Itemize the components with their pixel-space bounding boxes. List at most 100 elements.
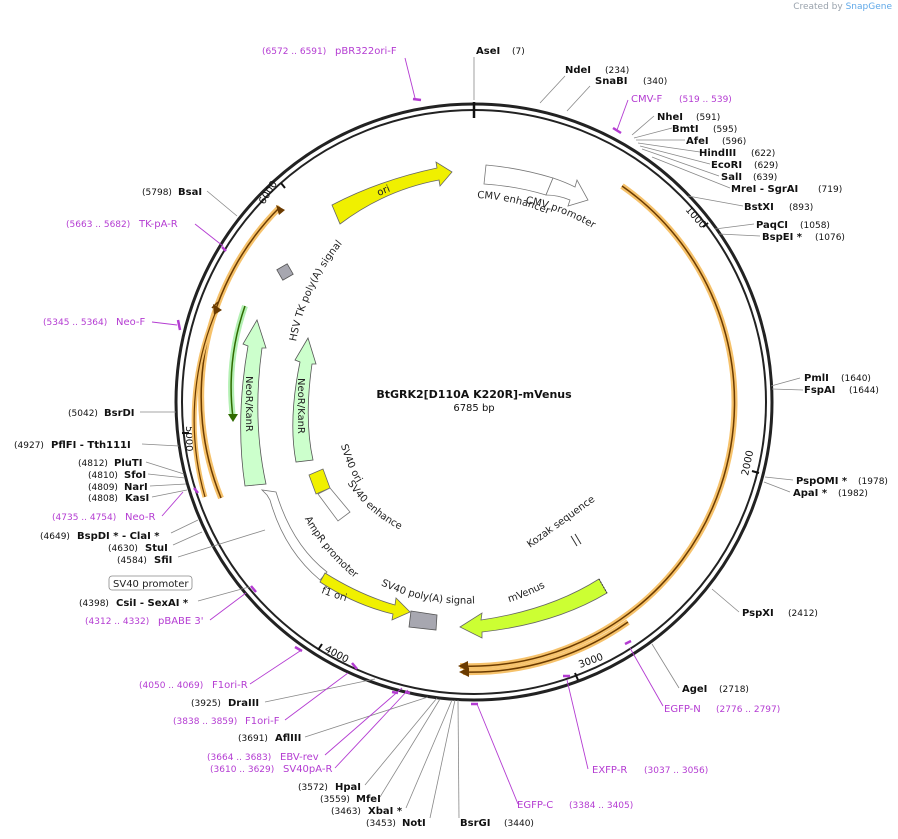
primer-sv40pa-r: SV40pA-R (283, 764, 332, 775)
enzyme-pspxi: PspXI (742, 608, 774, 619)
primer-f1ori-r: F1ori-R (212, 680, 248, 691)
enzyme-bsrgi-pos: (3440) (504, 819, 534, 829)
enzyme-csii-sexai-pos: (4398) (79, 599, 109, 609)
enzyme-nhei-pos: (591) (696, 113, 720, 123)
enzyme-bspei-pos: (1076) (815, 233, 845, 243)
primer-neo-f: Neo-F (116, 317, 146, 328)
cmv-enhancer-shape (483, 164, 554, 196)
leader-lines (140, 57, 804, 819)
sv40-promoter-label-box: SV40 promoter (108, 575, 193, 591)
enzyme-afei-pos: (596) (722, 137, 746, 147)
orf-arc-large-arrow (458, 661, 468, 671)
enzyme-bspdi-clai-pos: (4649) (40, 532, 70, 542)
enzyme-fspai: FspAI (804, 385, 835, 396)
primer-pbabe3-range: (4312 .. 4332) (85, 617, 149, 627)
neo-inner-arc (230, 305, 246, 419)
enzymes-bottom: BsrGI (3440) NotI (3453) XbaI * (3463) M… (191, 698, 534, 829)
enzyme-bspdi-clai: BspDI * - ClaI * (77, 531, 160, 542)
primer-neo-r: Neo-R (125, 512, 156, 523)
enzyme-paqci-pos: (1058) (800, 221, 830, 231)
enzyme-hindiii-pos: (622) (751, 149, 775, 159)
neo-outer-arrow (240, 319, 267, 487)
enzyme-hindiii: HindIII (699, 148, 736, 159)
sv40-enhancer-box (317, 487, 351, 522)
enzyme-ecori: EcoRI (711, 160, 742, 171)
enzyme-snabi-pos: (340) (643, 77, 667, 87)
primer-ebv-rev-range: (3664 .. 3683) (207, 753, 271, 763)
enzyme-ecori-pos: (629) (754, 161, 778, 171)
ampr-promoter-shape (260, 489, 328, 581)
enzyme-bsrdi-pos: (5042) (68, 409, 98, 419)
primer-exfp-r-range: (3037 .. 3056) (644, 766, 708, 776)
ruler-3000: 3000 (577, 652, 605, 671)
kozak-tick-b (574, 533, 582, 545)
hsv-tk-box (276, 263, 294, 281)
enzyme-bmti-pos: (595) (713, 125, 737, 135)
enzyme-mrei-sgrai-pos: (719) (818, 185, 842, 195)
enzyme-bmti: BmtI (672, 124, 699, 135)
enzyme-nhei: NheI (657, 112, 683, 123)
enzyme-afliii: AflIII (275, 733, 301, 744)
enzymes-right: AseI (7) NdeI (234) SnaBI (340) NheI (59… (476, 46, 888, 695)
primer-f1ori-r-range: (4050 .. 4069) (139, 681, 203, 691)
mvenus-arrow (459, 578, 608, 639)
primer-tk-pa-r-range: (5663 .. 5682) (66, 220, 130, 230)
enzyme-mrei-sgrai: MreI - SgrAI (731, 184, 798, 195)
kozak-tick-a (570, 535, 578, 547)
orf-arc-left-halo (198, 204, 283, 500)
orf-arc-left-arrow (276, 205, 285, 215)
snapgene-logo: SnapGene (845, 2, 892, 12)
orf-arc-large (459, 185, 736, 667)
enzyme-bspei: BspEI * (762, 232, 803, 243)
enzyme-noti: NotI (402, 818, 426, 829)
enzyme-sali: SalI (721, 172, 742, 183)
mvenus-label: mVenus (507, 580, 547, 605)
plasmid-name: BtGRK2[D110A K220R]-mVenus (376, 388, 572, 401)
primer-ebv-rev: EBV-rev (280, 752, 319, 763)
primer-sv40pa-r-range: (3610 .. 3629) (210, 765, 274, 775)
primer-pbabe3: pBABE 3' (158, 616, 204, 627)
backbone (174, 102, 774, 702)
primer-neo-r-range: (4735 .. 4754) (52, 513, 116, 523)
snapgene-brand: Created by SnapGene (793, 2, 892, 12)
enzyme-pmli-pos: (1640) (841, 374, 871, 384)
sv40-promoter-label: SV40 promoter (113, 579, 189, 590)
primer-exfp-r: EXFP-R (592, 765, 627, 776)
enzyme-sali-pos: (639) (753, 173, 777, 183)
enzyme-nari-pos: (4809) (88, 483, 118, 493)
enzyme-bstxi-pos: (893) (789, 203, 813, 213)
enzyme-nari: NarI (124, 482, 148, 493)
enzyme-csii-sexai: CsiI - SexAI * (116, 598, 189, 609)
primer-egfp-n-range: (2776 .. 2797) (716, 705, 780, 715)
primers: (6572 .. 6591) pBR322ori-F CMV-F (519 ..… (43, 46, 780, 811)
ruler-5000: 5000 (183, 426, 194, 451)
enzyme-pmli: PmlI (804, 373, 829, 384)
enzyme-stui: StuI (145, 543, 168, 554)
primer-lines (151, 57, 664, 805)
enzyme-mfei-pos: (3559) (320, 795, 350, 805)
hsv-tk-label: HSV TK poly(A) signal (288, 239, 344, 343)
enzyme-sfoi: SfoI (124, 470, 146, 481)
sv40-polya-box (408, 610, 438, 631)
enzyme-kasi-pos: (4808) (88, 494, 118, 504)
enzymes-left: CsiI - SexAI * (4398) SfiI (4584) StuI (… (14, 187, 202, 609)
neo-inner-arrow (292, 337, 317, 463)
enzyme-xbai-pos: (3463) (331, 807, 361, 817)
enzyme-apai-pos: (1982) (838, 489, 868, 499)
enzyme-pluti-pos: (4812) (78, 459, 108, 469)
primer-egfp-c: EGFP-C (517, 800, 553, 811)
enzyme-snabi: SnaBI (595, 76, 627, 87)
orf-arc-left (200, 206, 281, 499)
enzyme-agei: AgeI (682, 684, 707, 695)
enzyme-sfii: SfiI (154, 555, 172, 566)
f1-ori-arrow (319, 572, 411, 621)
enzyme-asei: AseI (476, 46, 500, 57)
enzyme-pluti: PluTI (114, 458, 142, 469)
enzyme-pspxi-pos: (2412) (788, 609, 818, 619)
neo-inner-arc-arrow (228, 414, 238, 422)
enzyme-noti-pos: (3453) (366, 819, 396, 829)
enzyme-asei-pos: (7) (512, 47, 525, 57)
enzyme-sfoi-pos: (4810) (88, 471, 118, 481)
enzyme-agei-pos: (2718) (719, 685, 749, 695)
